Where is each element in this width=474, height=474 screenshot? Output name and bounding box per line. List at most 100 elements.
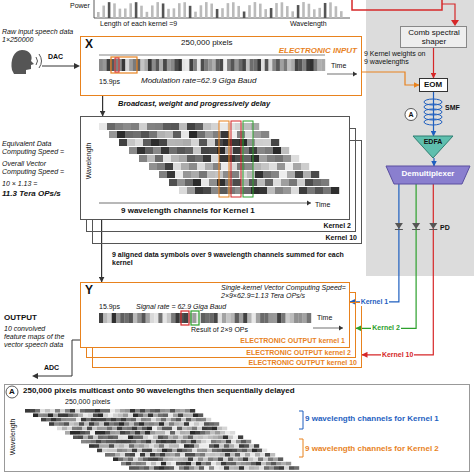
- data-symbol: [206, 418, 211, 422]
- node-text: Kernel 2: [267, 222, 351, 230]
- data-symbol: [261, 59, 265, 71]
- photodetector-symbol: [395, 223, 403, 229]
- data-symbol: [108, 435, 113, 439]
- data-symbol: [183, 435, 188, 439]
- data-symbol: [187, 449, 192, 453]
- data-symbol: [221, 462, 226, 466]
- data-symbol: [84, 422, 89, 426]
- data-symbol: [186, 440, 191, 444]
- data-symbol: [247, 449, 252, 453]
- data-symbol: [227, 59, 231, 71]
- data-symbol: [184, 313, 188, 323]
- data-symbol: [100, 431, 105, 435]
- data-symbol: [127, 427, 132, 431]
- data-symbol: [205, 453, 210, 457]
- node-text: 250,000 pixels multicast onto 90 wavelen…: [23, 387, 463, 396]
- data-symbol: [272, 59, 276, 71]
- data-symbol: [230, 313, 234, 323]
- data-symbol: [315, 187, 323, 194]
- data-symbol: [301, 163, 309, 170]
- data-symbol: [203, 155, 211, 162]
- data-symbol: [194, 422, 199, 426]
- data-symbol: [259, 155, 267, 162]
- node-text: 250,000 pixels: [65, 398, 145, 406]
- data-symbol: [62, 427, 67, 431]
- data-symbol: [298, 313, 302, 323]
- data-symbol: [200, 453, 205, 457]
- data-symbol: [291, 59, 295, 71]
- data-symbol: [240, 453, 245, 457]
- data-symbol: [187, 123, 195, 130]
- data-symbol: [271, 171, 279, 178]
- data-symbol: [135, 453, 140, 457]
- comb-line: [129, 3, 132, 18]
- data-symbol: [211, 155, 219, 162]
- data-symbol: [205, 163, 213, 170]
- data-symbol: [181, 440, 186, 444]
- data-symbol: [173, 163, 181, 170]
- data-symbol: [181, 418, 186, 422]
- data-symbol: [191, 171, 199, 178]
- data-symbol: [105, 409, 110, 413]
- annotation: 11.3 Tera OPs/s: [2, 190, 78, 199]
- data-symbol: [295, 59, 299, 71]
- data-symbol: [126, 440, 131, 444]
- data-symbol: [243, 155, 251, 162]
- data-symbol: [205, 313, 209, 323]
- data-symbol: [197, 449, 202, 453]
- data-symbol: [169, 179, 177, 186]
- data-symbol: [135, 139, 143, 146]
- data-symbol: [280, 59, 284, 71]
- data-symbol: [156, 418, 161, 422]
- data-symbol: [196, 440, 201, 444]
- comb-line: [237, 6, 240, 18]
- data-symbol: [159, 444, 164, 448]
- data-symbol: [163, 59, 167, 71]
- data-symbol: [146, 440, 151, 444]
- data-symbol: [102, 427, 107, 431]
- data-symbol: [233, 457, 238, 461]
- data-symbol: [255, 171, 263, 178]
- data-symbol: [188, 413, 193, 417]
- data-symbol: [77, 427, 82, 431]
- data-symbol: [259, 466, 264, 470]
- data-symbol: [283, 187, 291, 194]
- data-symbol: [133, 435, 138, 439]
- data-symbol: [236, 440, 241, 444]
- data-symbol: [284, 466, 289, 470]
- data-symbol: [79, 422, 84, 426]
- data-symbol: [81, 440, 86, 444]
- data-symbol: [173, 131, 181, 138]
- data-symbol: [181, 163, 189, 170]
- data-symbol: [145, 147, 153, 154]
- annotation: Overall Vector Computing Speed =: [2, 160, 78, 176]
- data-symbol: [139, 422, 144, 426]
- data-symbol: [63, 413, 68, 417]
- data-symbol: [150, 431, 155, 435]
- data-symbol: [195, 187, 203, 194]
- data-symbol: [51, 418, 56, 422]
- data-symbol: [303, 171, 311, 178]
- data-symbol: [155, 431, 160, 435]
- data-symbol: [65, 409, 70, 413]
- highlight-box: [191, 311, 199, 325]
- data-symbol: [148, 435, 153, 439]
- data-symbol: [115, 409, 120, 413]
- data-symbol: [161, 418, 166, 422]
- data-symbol: [69, 422, 74, 426]
- data-symbol: [78, 435, 83, 439]
- data-symbol: [177, 427, 182, 431]
- data-symbol: [189, 131, 197, 138]
- data-symbol: [85, 409, 90, 413]
- data-symbol: [120, 313, 124, 323]
- data-symbol: [30, 409, 35, 413]
- data-symbol: [238, 59, 242, 71]
- data-symbol: [185, 147, 193, 154]
- data-symbol: [273, 147, 281, 154]
- data-symbol: [163, 155, 171, 162]
- annotation: Equivalent Data Computing Speed =: [2, 140, 78, 156]
- data-symbol: [258, 457, 263, 461]
- node-text: ELECTRONIC OUTPUT kernel 2: [203, 349, 351, 357]
- data-symbol: [111, 418, 116, 422]
- data-symbol: [257, 147, 265, 154]
